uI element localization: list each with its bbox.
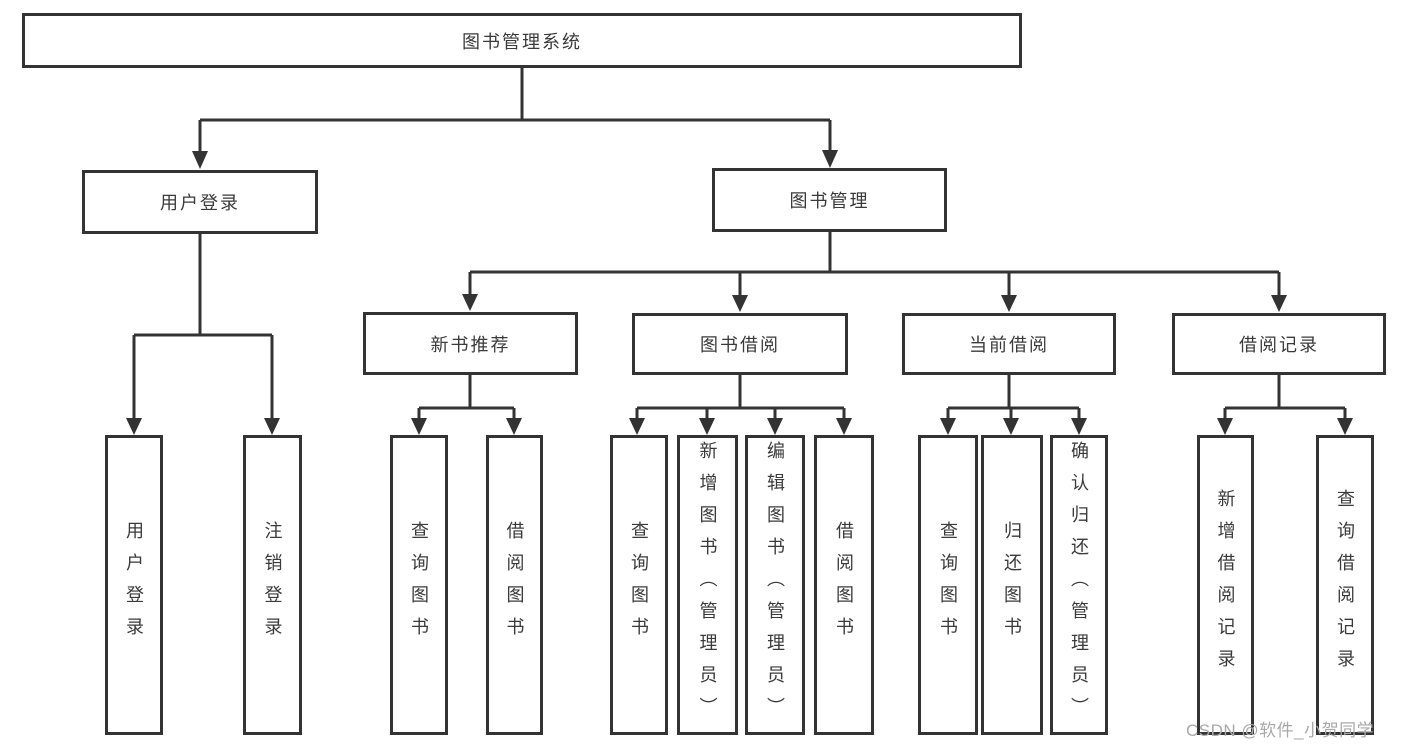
- leaf-logout: 注销登录: [243, 435, 302, 735]
- leaf-label: 注销登录: [262, 521, 283, 649]
- node-library-management-system: 图书管理系统: [22, 13, 1022, 68]
- node-user-login: 用户登录: [82, 170, 318, 234]
- node-label: 当前借阅: [969, 335, 1049, 355]
- leaf-label: 用户登录: [124, 521, 144, 649]
- leaf-query-books-recommend: 查询图书: [390, 435, 448, 735]
- leaf-label: 查询图书: [409, 521, 429, 649]
- node-book-borrowing: 图书借阅: [632, 313, 848, 375]
- leaf-confirm-return-admin: 确认归还（管理员）: [1050, 435, 1108, 735]
- leaf-user-login: 用户登录: [105, 435, 163, 735]
- leaf-add-book-admin: 新增图书（管理员）: [677, 435, 738, 735]
- leaf-query-books-borrow: 查询图书: [610, 435, 668, 735]
- leaf-add-borrow-record: 新增借阅记录: [1197, 435, 1254, 735]
- node-label: 图书借阅: [700, 335, 780, 355]
- node-new-book-recommend: 新书推荐: [363, 312, 578, 375]
- leaf-query-borrow-record: 查询借阅记录: [1316, 435, 1374, 735]
- node-label: 用户登录: [160, 193, 240, 213]
- leaf-label: 确认归还（管理员）: [1069, 441, 1089, 729]
- node-label: 图书管理: [789, 191, 870, 211]
- leaf-label: 新增图书（管理员）: [697, 441, 718, 729]
- leaf-borrow-books: 借阅图书: [814, 435, 874, 735]
- leaf-edit-book-admin: 编辑图书（管理员）: [745, 435, 805, 735]
- node-label: 借阅记录: [1239, 335, 1319, 355]
- node-label: 图书管理系统: [462, 31, 582, 52]
- leaf-borrow-books-recommend: 借阅图书: [486, 435, 543, 735]
- leaf-label: 查询借阅记录: [1335, 489, 1355, 681]
- node-label: 新书推荐: [430, 334, 511, 355]
- leaf-label: 编辑图书（管理员）: [765, 441, 785, 729]
- leaf-label: 借阅图书: [834, 521, 854, 649]
- node-borrowing-records: 借阅记录: [1172, 313, 1386, 375]
- leaf-label: 查询图书: [938, 521, 958, 649]
- leaf-label: 归还图书: [1002, 521, 1022, 649]
- leaf-query-books-current: 查询图书: [918, 435, 978, 735]
- leaf-label: 新增借阅记录: [1215, 489, 1236, 681]
- leaf-label: 查询图书: [629, 521, 649, 649]
- leaf-label: 借阅图书: [504, 521, 525, 649]
- leaf-return-books: 归还图书: [981, 435, 1043, 735]
- csdn-watermark: CSDN @软件_小贺同学: [1186, 721, 1375, 740]
- node-book-management: 图书管理: [712, 168, 947, 232]
- node-current-borrowing: 当前借阅: [902, 313, 1116, 375]
